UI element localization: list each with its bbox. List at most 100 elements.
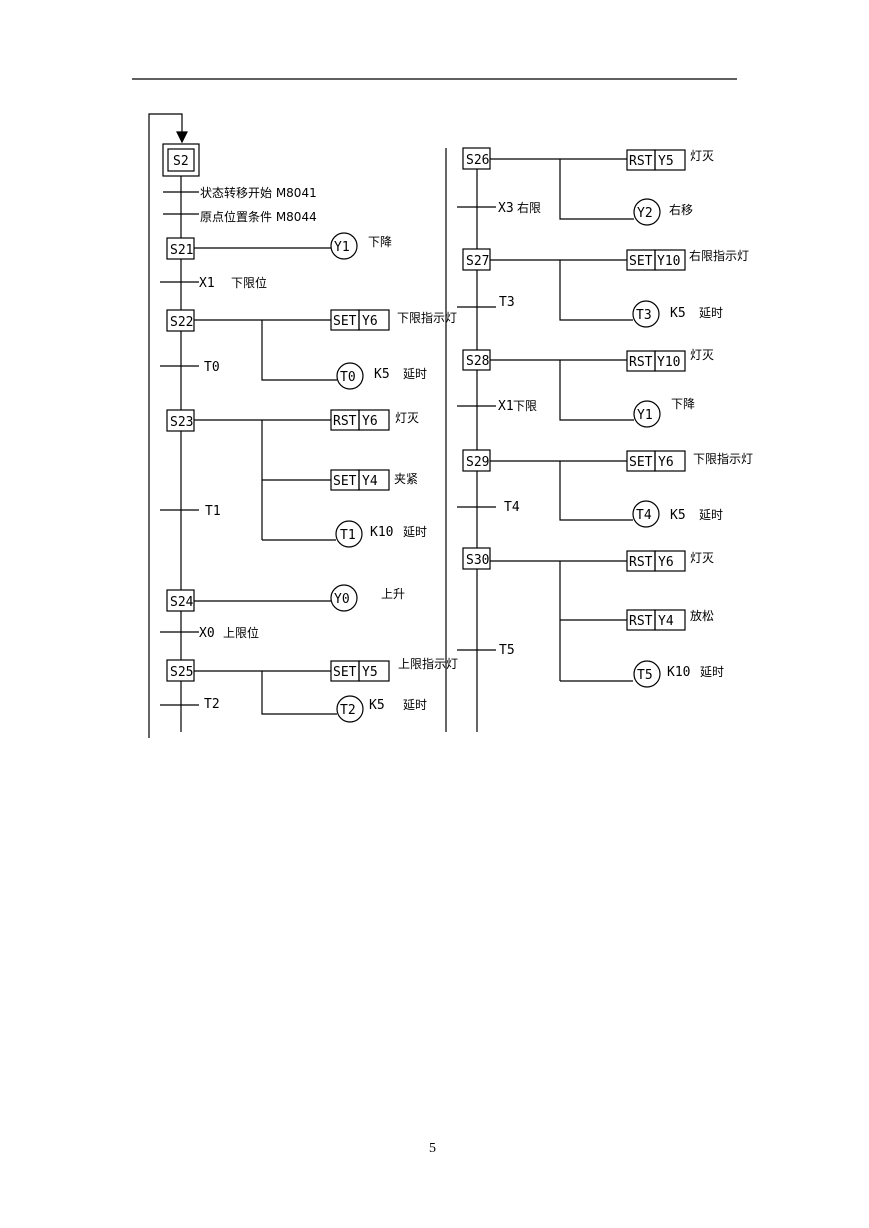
timer-k: K5	[670, 508, 686, 523]
timer-circle	[633, 660, 661, 688]
transition-X1-comment: 下限位	[231, 275, 267, 290]
timer-k: K5	[670, 306, 686, 321]
rst-operand-box	[654, 149, 686, 171]
branch-line	[261, 320, 337, 381]
rst-op-label: RST	[629, 555, 653, 570]
step-label: S28	[466, 354, 489, 369]
timer-circle	[336, 362, 364, 390]
transition-X3-comment: 右限	[517, 200, 541, 215]
rst-operand-box	[654, 350, 686, 372]
rst-operand-box	[654, 609, 686, 631]
set-op-label: SET	[629, 254, 653, 269]
step-label: S29	[466, 455, 489, 470]
set-op-label: SET	[333, 314, 357, 329]
step-label: S30	[466, 553, 489, 568]
action-comment: 下降	[368, 235, 392, 249]
transition-X1-right-comment: 下限	[513, 399, 537, 413]
coil-operand: Y0	[334, 592, 350, 607]
step-label: S21	[170, 243, 193, 258]
coil-circle	[633, 198, 661, 226]
transition-T3-label: T3	[499, 295, 515, 310]
set-op-label: SET	[333, 474, 357, 489]
action-comment: 右移	[669, 202, 693, 217]
timer-k: K10	[667, 665, 690, 680]
branch-line	[559, 461, 633, 521]
timer-comment: 延时	[403, 525, 427, 539]
init-step-outer	[162, 143, 200, 177]
transition-X0-comment: 上限位	[223, 625, 259, 640]
timer-k: K5	[369, 698, 385, 713]
timer-k: K5	[374, 367, 390, 382]
timer-circle	[336, 695, 364, 723]
branch-line	[261, 671, 337, 715]
coil-circle	[633, 400, 661, 428]
step-label: S23	[170, 415, 193, 430]
init-step-inner	[167, 148, 195, 172]
page-number: 5	[429, 1141, 436, 1156]
transition-X1-label: X1	[199, 276, 215, 291]
set-operand-box	[358, 469, 390, 491]
branch-line	[559, 360, 634, 421]
step-S22: S22 SET Y6 下限指示灯 T0 K5 延时	[166, 309, 457, 390]
set-operand-label: Y4	[362, 474, 378, 489]
set-operand-box	[654, 249, 686, 271]
timer-operand: T4	[636, 508, 652, 523]
step-S26: S26 RST Y5 灯灭 Y2 右移	[462, 147, 714, 226]
step-box	[462, 547, 491, 570]
init-step-S2: S2	[162, 143, 200, 177]
loop-back-arrowhead	[176, 131, 188, 144]
step-label: S24	[170, 595, 194, 610]
step-S24: S24 Y0 上升	[166, 584, 405, 612]
init-step-label: S2	[173, 154, 189, 169]
transition-T1-label: T1	[205, 504, 221, 519]
timer-comment: 延时	[403, 698, 427, 712]
coil-operand: Y1	[637, 408, 653, 423]
action-comment: 下降	[671, 397, 695, 411]
timer-circle	[335, 520, 363, 548]
action-comment: 灯灭	[690, 551, 714, 565]
step-label: S22	[170, 315, 193, 330]
set-operand-box	[358, 660, 390, 682]
rst-op-label: RST	[629, 355, 653, 370]
transition-T2-label: T2	[204, 697, 220, 712]
set-operand-box	[358, 309, 390, 331]
branch-line	[559, 159, 634, 220]
init-cond-2-label: 原点位置条件 M8044	[200, 209, 317, 224]
action-comment: 灯灭	[395, 411, 419, 425]
action-comment: 下限指示灯	[693, 451, 753, 466]
branch-line	[559, 260, 633, 321]
step-S30: S30 RST Y6 灯灭 RST Y4 放松 T5 K10 延时	[462, 547, 724, 688]
set-op-label: SET	[333, 665, 357, 680]
timer-circle	[632, 300, 660, 328]
rst-op-label: RST	[629, 154, 653, 169]
step-S27: S27 SET Y10 右限指示灯 T3 K5 延时	[462, 248, 749, 328]
timer-comment: 延时	[700, 665, 724, 679]
rst-operand-label: Y10	[657, 355, 680, 370]
set-op-label: SET	[629, 455, 653, 470]
step-S23: S23 RST Y6 灯灭 SET Y4 夹紧 T1 K10 延时	[166, 409, 427, 548]
transition-T0-label: T0	[204, 360, 220, 375]
set-operand-label: Y6	[362, 314, 378, 329]
timer-operand: T2	[340, 703, 356, 718]
set-operand-label: Y10	[657, 254, 680, 269]
timer-comment: 延时	[403, 367, 427, 381]
transition-X3-label: X3	[498, 201, 514, 216]
coil-circle	[330, 232, 358, 260]
rst-operand-label: Y4	[658, 614, 674, 629]
rst-op-label: RST	[629, 614, 653, 629]
step-S29: S29 SET Y6 下限指示灯 T4 K5 延时	[462, 449, 753, 528]
action-comment: 夹紧	[394, 472, 418, 486]
rst-operand-box	[358, 409, 390, 431]
transition-X1-right-label: X1	[498, 399, 514, 414]
rst-operand-label: Y6	[658, 555, 674, 570]
action-comment: 放松	[690, 608, 714, 623]
step-S28: S28 RST Y10 灯灭 Y1 下降	[462, 348, 714, 428]
set-operand-box	[654, 450, 686, 472]
timer-operand: T1	[340, 528, 356, 543]
rst-operand-label: Y6	[362, 414, 378, 429]
timer-k: K10	[370, 525, 393, 540]
init-cond-1-label: 状态转移开始 M8041	[200, 185, 317, 200]
loop-back-line	[148, 113, 183, 738]
timer-circle	[632, 500, 660, 528]
coil-operand: Y2	[637, 206, 653, 221]
